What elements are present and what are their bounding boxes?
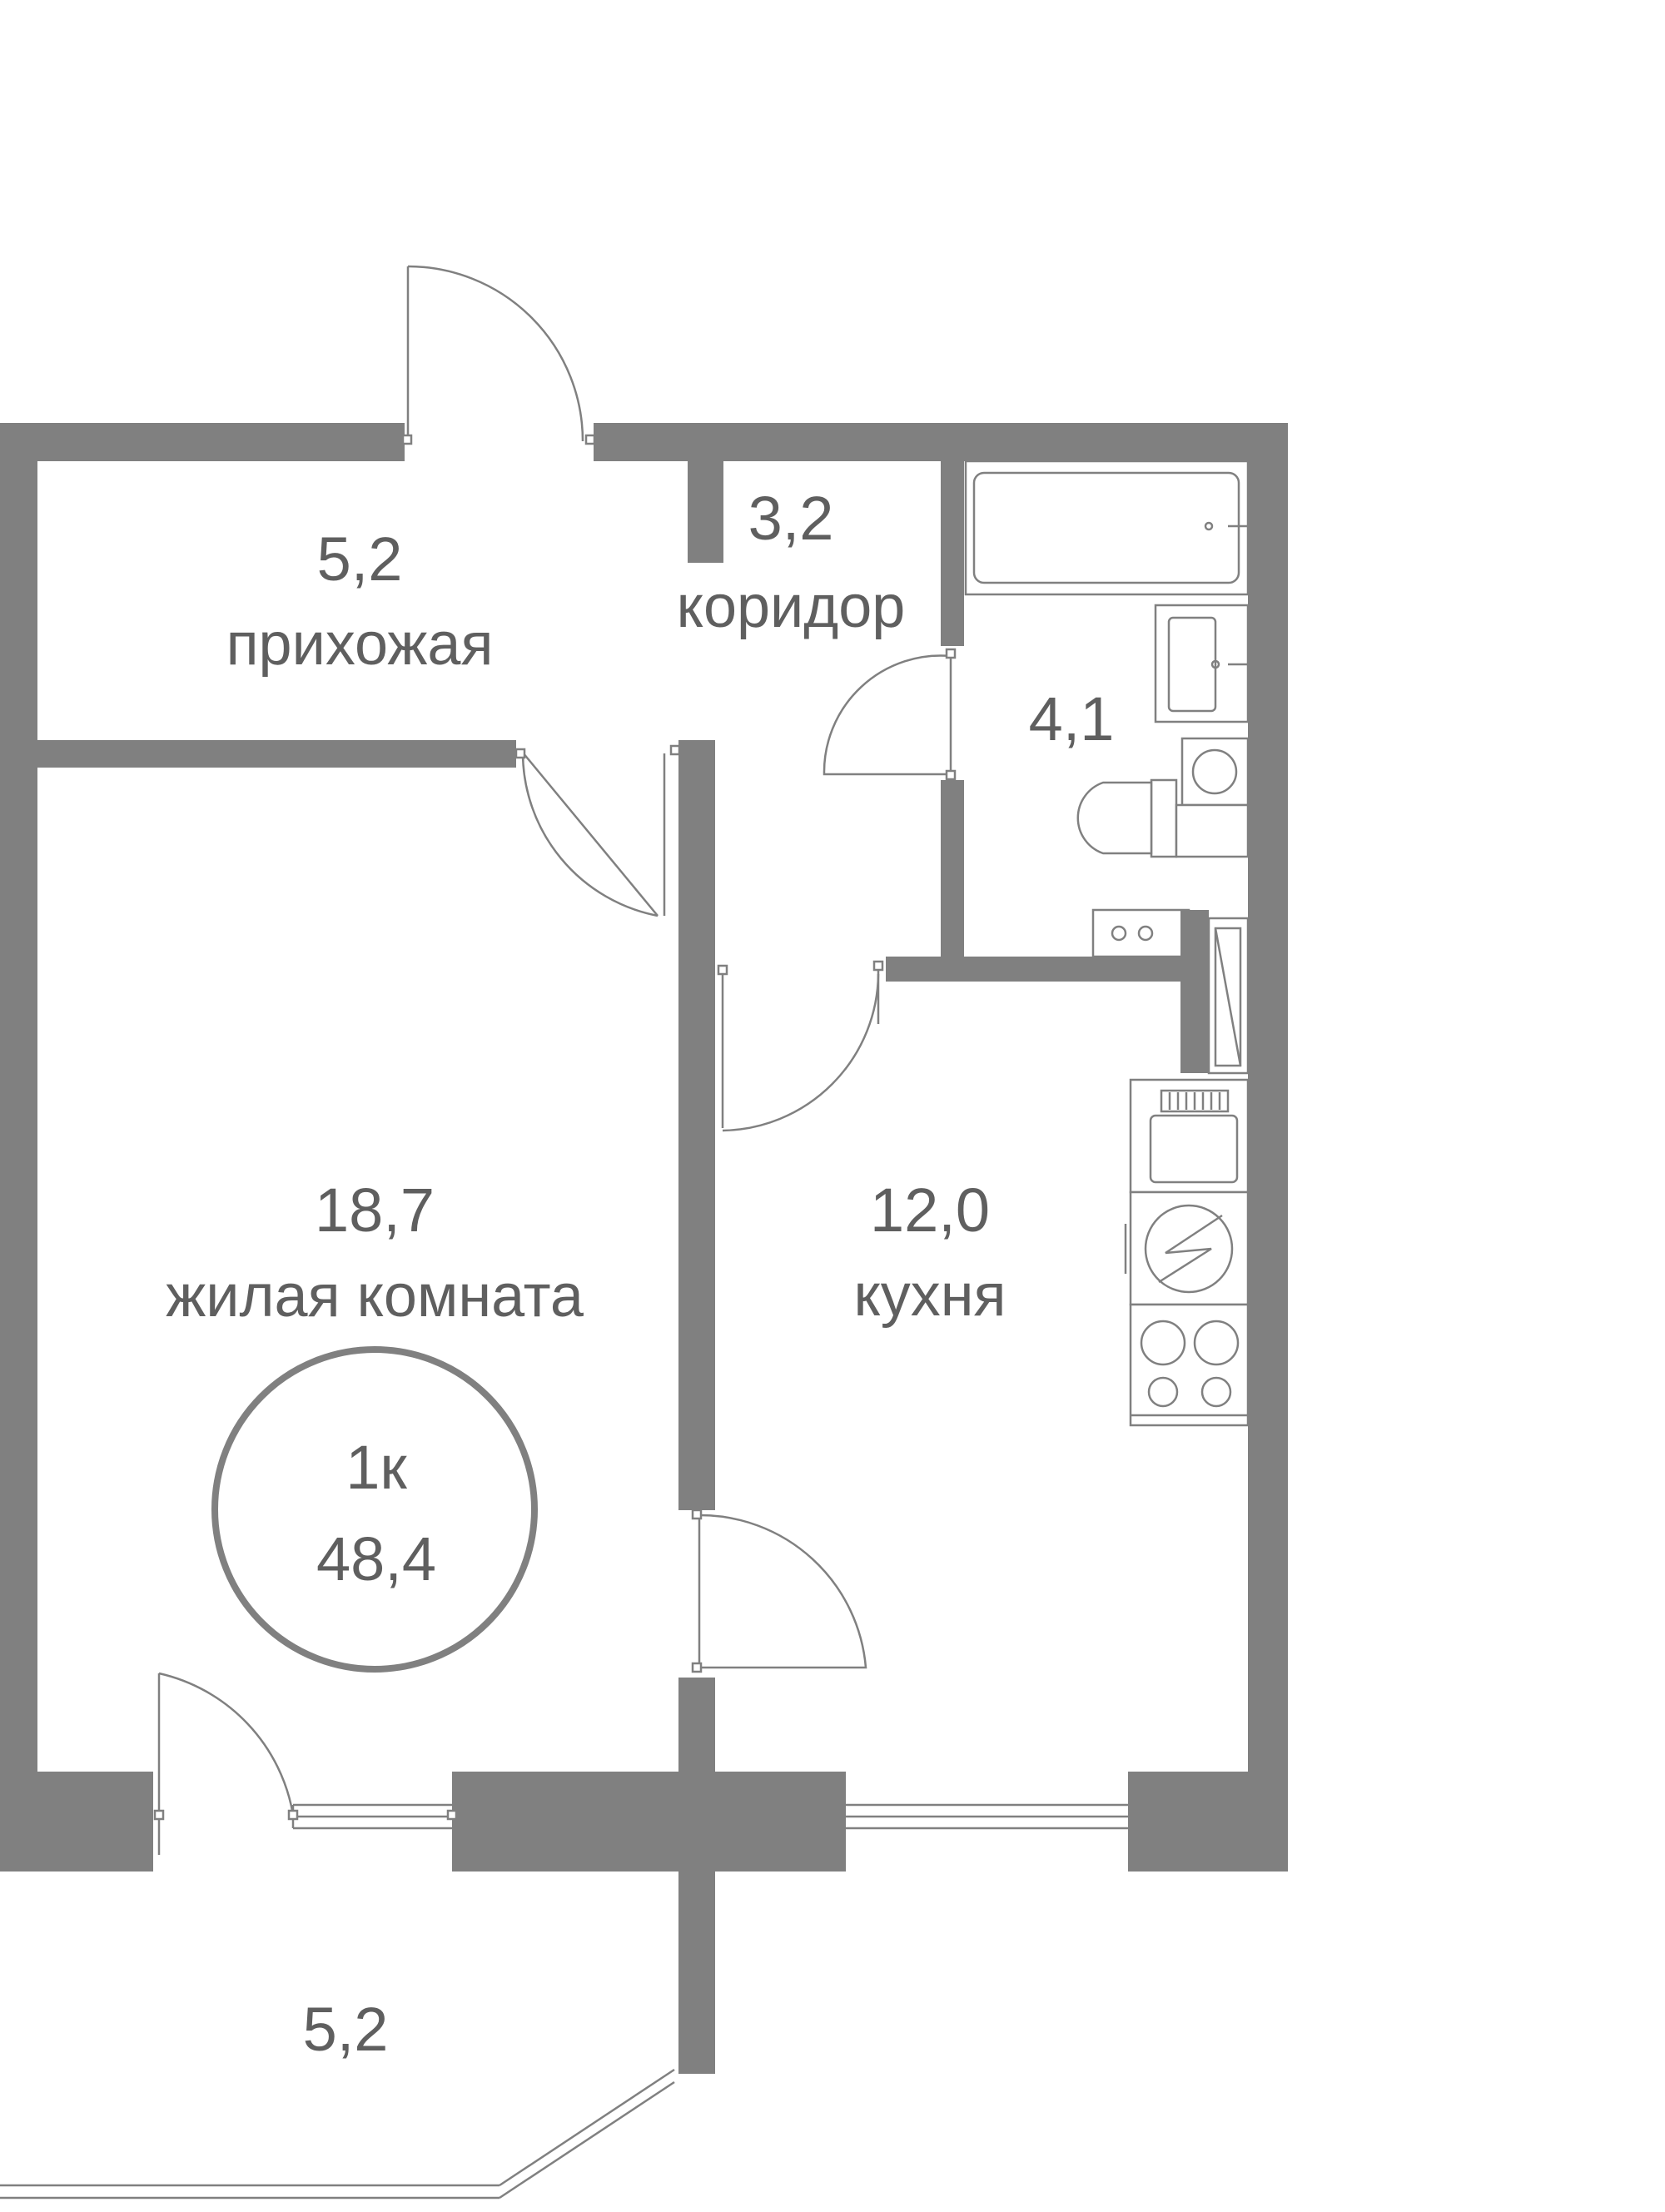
apartment-total-area: 48,4 bbox=[316, 1524, 436, 1593]
balcony-area: 5,2 bbox=[303, 1995, 389, 2064]
kitchen-cabinet bbox=[1180, 910, 1250, 1075]
corridor-area: 3,2 bbox=[748, 484, 834, 553]
windows bbox=[291, 1803, 1128, 1830]
doors bbox=[153, 265, 957, 1855]
washbasin bbox=[1154, 604, 1250, 723]
bathroom-door bbox=[823, 648, 957, 781]
wall-left-outer bbox=[0, 423, 37, 1872]
fridge bbox=[1124, 1191, 1250, 1306]
kitchen-name: кухня bbox=[853, 1262, 1006, 1329]
wall-right-outer bbox=[1248, 423, 1288, 1872]
toilet bbox=[1076, 778, 1250, 858]
bathtub bbox=[964, 460, 1250, 596]
walls bbox=[0, 423, 1288, 2074]
wall-bathroom-left-lower bbox=[941, 780, 964, 962]
living-kitchen-door bbox=[691, 1509, 867, 1673]
boiler bbox=[1091, 908, 1190, 958]
corridor-name: коридор bbox=[677, 574, 906, 640]
wall-living-kitchen-lower bbox=[678, 1678, 715, 1772]
wall-hallway-living bbox=[37, 740, 516, 768]
kitchen-sink bbox=[1129, 1078, 1250, 1194]
kitchen-fixtures bbox=[1124, 1078, 1250, 1427]
kitchen-area: 12,0 bbox=[870, 1176, 990, 1245]
summary-circle bbox=[211, 1346, 538, 1673]
balcony-outline bbox=[0, 2068, 675, 2200]
living-room-name: жилая комната bbox=[166, 1263, 584, 1330]
apartment-type: 1к bbox=[345, 1433, 407, 1502]
wall-corridor-stub bbox=[688, 461, 723, 563]
wall-top-right bbox=[594, 423, 1288, 461]
wall-living-kitchen bbox=[678, 740, 715, 1510]
balcony-door bbox=[153, 1672, 458, 1855]
living-room-area: 18,7 bbox=[315, 1176, 435, 1245]
living-room-door bbox=[514, 744, 681, 917]
wall-bathroom-left-upper bbox=[941, 461, 964, 646]
wall-bathroom-bottom bbox=[886, 957, 1189, 982]
stove bbox=[1129, 1303, 1250, 1427]
kitchen-window bbox=[846, 1803, 1128, 1830]
hallway-area: 5,2 bbox=[317, 524, 403, 594]
wall-balcony-divider bbox=[678, 1872, 715, 2074]
kitchen-door bbox=[717, 960, 884, 1132]
living-window bbox=[291, 1803, 452, 1830]
entrance-door bbox=[401, 265, 596, 445]
bathroom-fixtures bbox=[964, 460, 1250, 1075]
bathroom-area: 4,1 bbox=[1029, 684, 1115, 753]
wall-left-window-pier bbox=[0, 1772, 153, 1872]
apartment-summary-badge: 1к 48,4 bbox=[211, 1346, 538, 1673]
washing-machine bbox=[1180, 737, 1250, 807]
room-labels: 5,2 прихожая 3,2 коридор 4,1 18,7 жилая … bbox=[166, 484, 1114, 2064]
wall-right-window-pier bbox=[1128, 1772, 1288, 1872]
wall-center-window-pier bbox=[452, 1772, 846, 1872]
hallway-name: прихожая bbox=[226, 611, 494, 678]
wall-top-left bbox=[0, 423, 405, 461]
